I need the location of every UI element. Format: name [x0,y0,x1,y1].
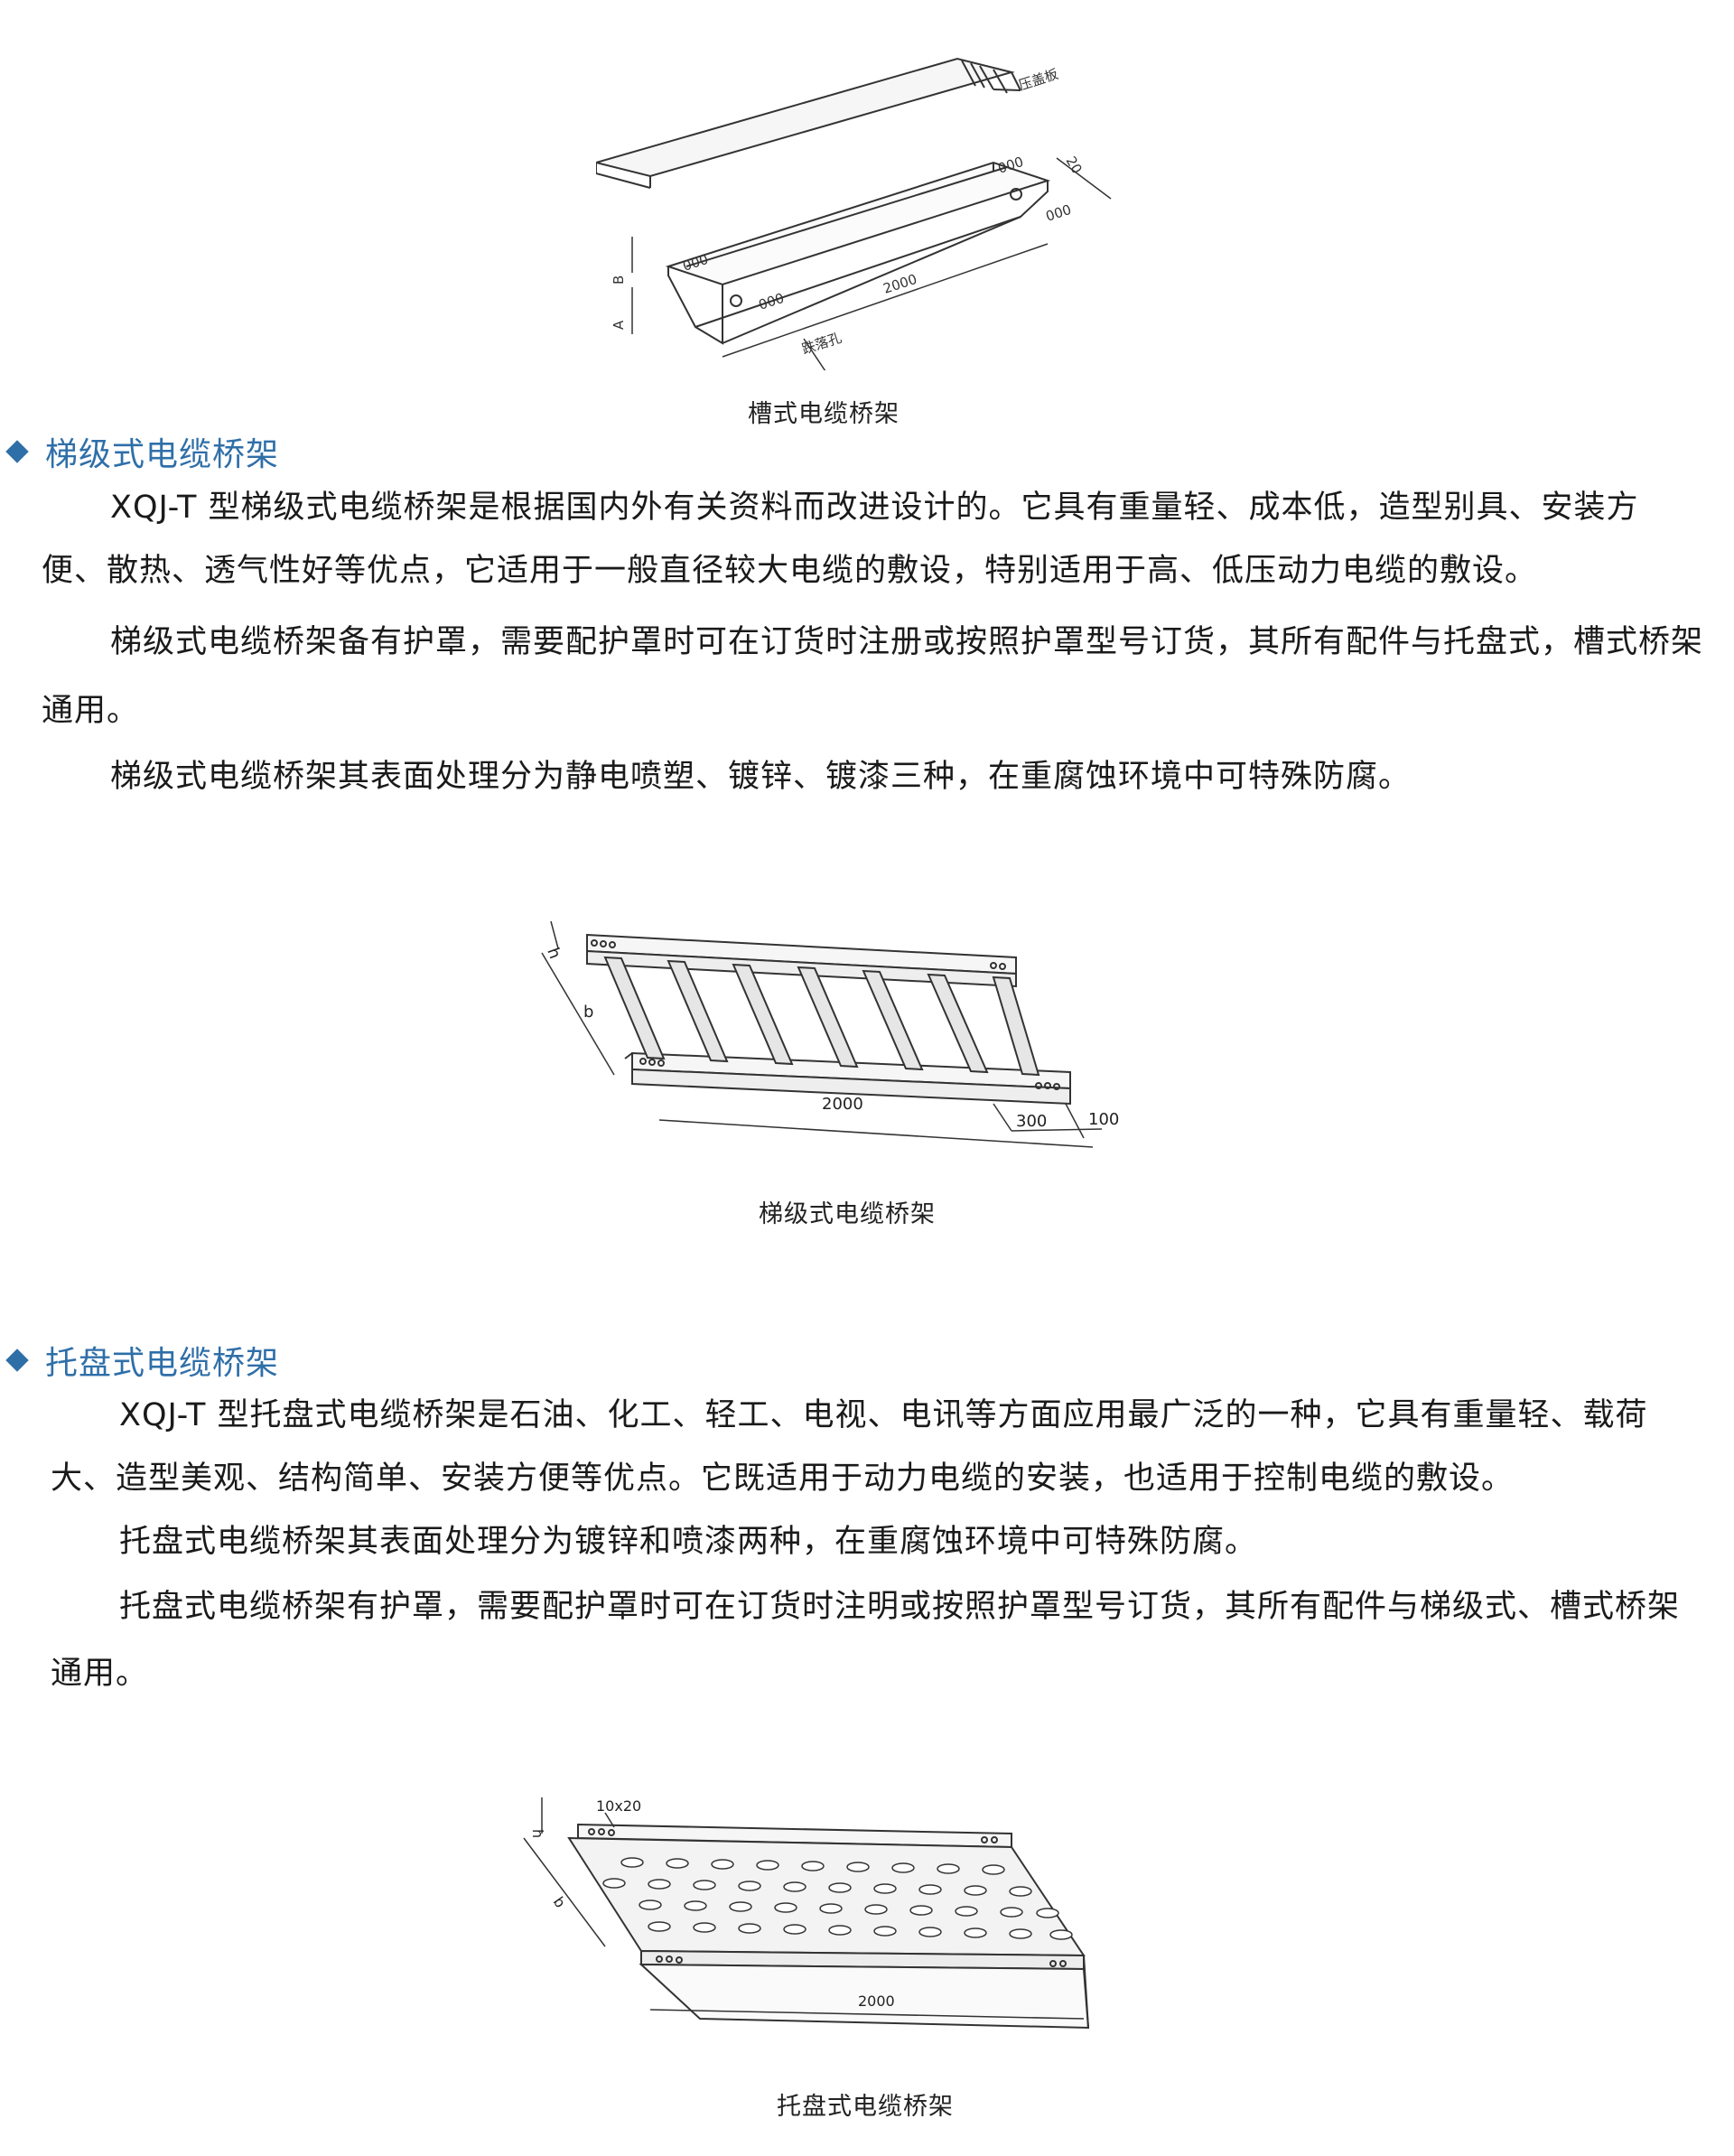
heading-text: 梯级式电缆桥架 [45,436,280,473]
ladder-paragraph-1: XQJ-T 型梯级式电缆桥架是根据国内外有关资料而改进设计的。它具有重量轻、成本… [42,490,1639,589]
trough-tray-drawing: 压盖板 20 B A 2000 000 000 000 000 跌落孔 [596,57,1112,370]
length-label: 2000 [881,271,919,297]
ladder-h-label: h [543,946,564,962]
ladder-paragraph-3: 梯级式电缆桥架其表面处理分为静电喷塑、镀锌、镀漆三种，在重腐蚀环境中可特殊防腐。 [110,759,1412,795]
ladder-tray-drawing: h b 2000 300 100 [541,920,1119,1148]
ladder-spacing-label: 300 [1016,1112,1047,1131]
ladder-length-label: 2000 [822,1095,863,1114]
cover-plate-label: 压盖板 [1017,66,1060,94]
ladder-b-label: b [583,1003,593,1022]
ladder-description: XQJ-T 型梯级式电缆桥架是根据国内外有关资料而改进设计的。它具有重量轻、成本… [42,476,1703,808]
tray-description: XQJ-T 型托盘式电缆桥架是石油、化工、轻工、电视、电讯等方面应用最广泛的一种… [51,1384,1709,1707]
tray-caption: 托盘式电缆桥架 [777,2093,954,2121]
ladder-end-label: 100 [1088,1110,1119,1129]
holes-mid: 000 [757,290,787,313]
dim-b-label: B [611,275,627,285]
section-heading-tray: 托盘式电缆桥架 [5,1337,280,1384]
dim-20-label: 20 [1063,154,1086,177]
tray-paragraph-1: XQJ-T 型托盘式电缆桥架是石油、化工、轻工、电视、电讯等方面应用最广泛的一种… [51,1397,1648,1497]
diamond-bullet-icon [5,1349,29,1372]
drop-hole-label: 跌落孔 [800,330,844,358]
section-heading-ladder: 梯级式电缆桥架 [5,428,280,475]
heading-text: 托盘式电缆桥架 [45,1345,280,1382]
tray-b-label: b [550,1893,569,1910]
diamond-bullet-icon [5,440,29,463]
ladder-caption: 梯级式电缆桥架 [759,1200,936,1228]
tray-length-label: 2000 [858,1993,895,2010]
tray-h-label: h [529,1829,546,1838]
dim-a-label: A [611,320,627,330]
tray-paragraph-3: 托盘式电缆桥架有护罩，需要配护罩时可在订货时注明或按照护罩型号订货，其所有配件与… [51,1589,1681,1692]
trough-caption: 槽式电缆桥架 [748,400,900,428]
tray-paragraph-2: 托盘式电缆桥架其表面处理分为镀锌和喷漆两种，在重腐蚀环境中可特殊防腐。 [119,1524,1258,1560]
ladder-paragraph-2: 梯级式电缆桥架备有护罩，需要配护罩时可在订货时注册或按照护罩型号订货，其所有配件… [42,624,1704,729]
tray-slot-label: 10x20 [596,1797,641,1815]
holes-right: 000 [1044,201,1074,225]
perforated-tray-drawing: 10x20 h b 2000 [523,1797,1090,2030]
